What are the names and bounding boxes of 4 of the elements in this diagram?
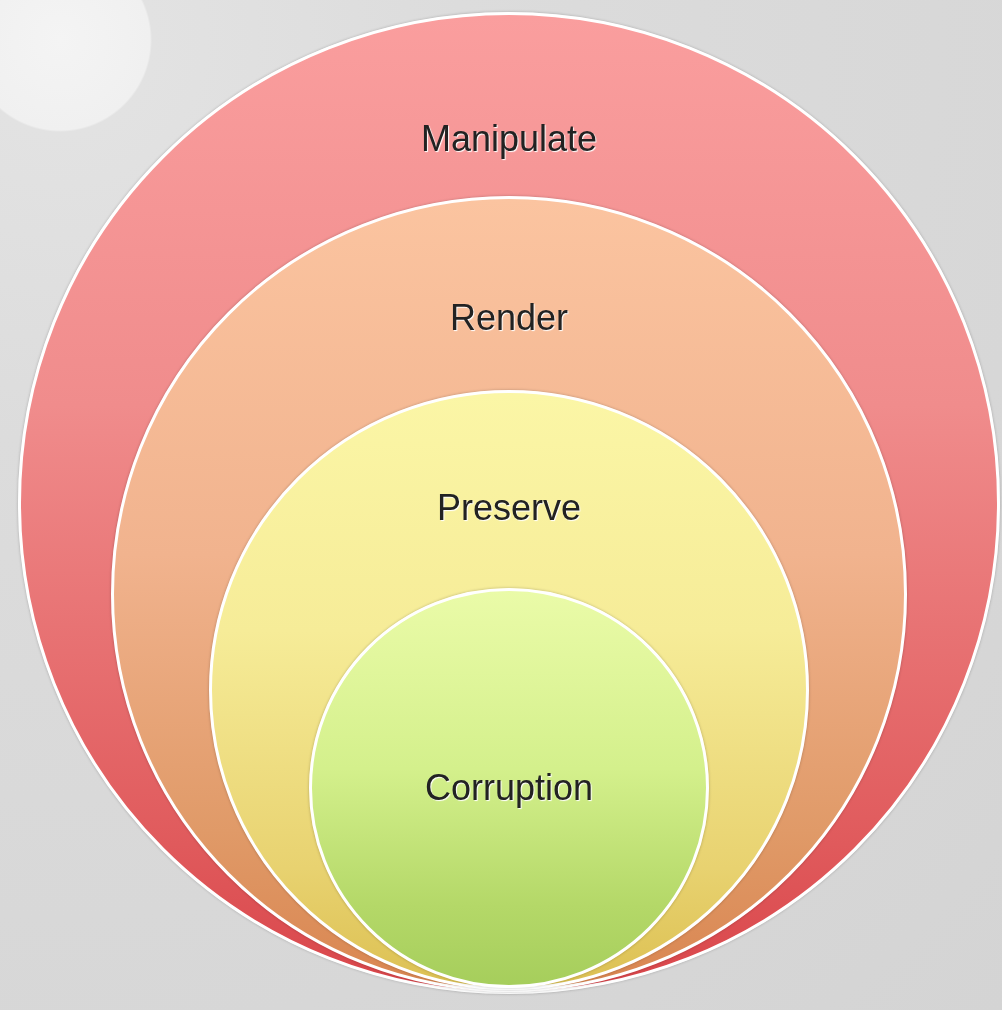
- circle-label: Render: [448, 297, 570, 339]
- circle-label: Corruption: [423, 767, 595, 809]
- circle-label: Preserve: [435, 487, 583, 529]
- circle-label: Manipulate: [419, 118, 599, 160]
